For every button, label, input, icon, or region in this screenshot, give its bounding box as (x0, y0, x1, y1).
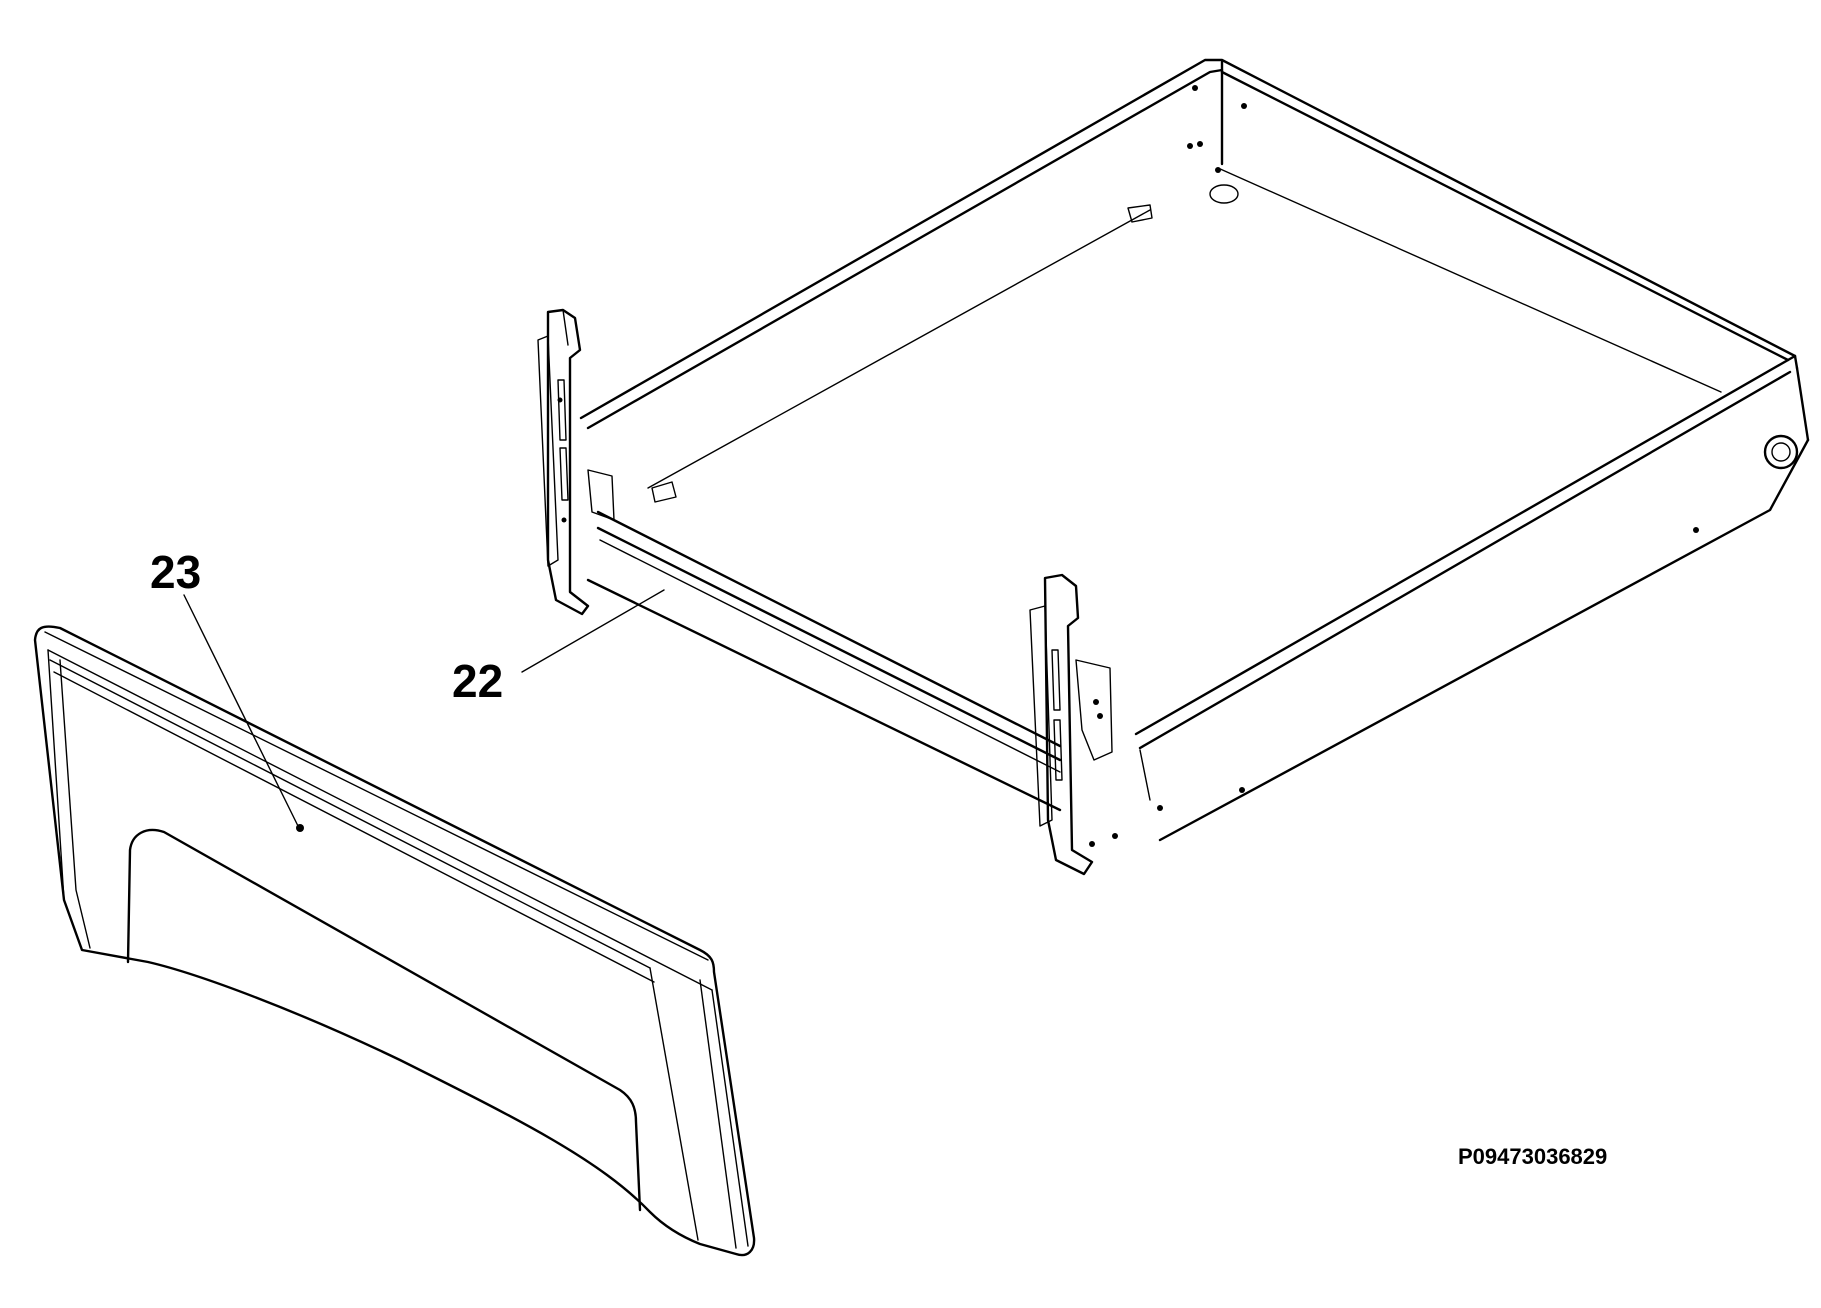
callout-label-23: 23 (150, 546, 201, 598)
drawer-frame (537, 58, 1810, 876)
drawing-code: P09473036829 (1458, 1144, 1607, 1169)
callout-22: 22 (452, 589, 665, 707)
callout-23: 23 (150, 546, 299, 827)
callout-label-22: 22 (452, 655, 503, 707)
drawer-front-panel (33, 625, 756, 1257)
